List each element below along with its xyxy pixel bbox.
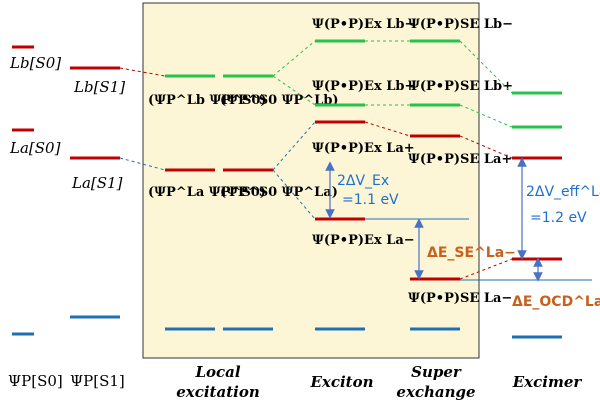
lb-s0-label: Lb[S0] bbox=[9, 54, 61, 72]
se-shift-label: ΔE_SE^La− bbox=[427, 245, 516, 261]
category-exciton: Exciton bbox=[309, 373, 373, 391]
conn-ex-se-la-plus bbox=[364, 121, 411, 137]
la-s1-label: La[S1] bbox=[71, 174, 123, 192]
conn-la-s1-local bbox=[119, 157, 166, 171]
local-la-pair-1: (ΨP^La ΨP^S0) bbox=[148, 185, 266, 200]
category-excimer: Excimer bbox=[512, 373, 583, 391]
exciton-la-minus-label: Ψ(P•P)Ex La− bbox=[312, 233, 415, 248]
category-super-1: Super bbox=[411, 363, 462, 381]
exciton-splitting-value: =1.1 eV bbox=[342, 192, 399, 208]
conn-local-la-ex-plus bbox=[272, 121, 316, 171]
psi-s0-label: ΨP[S0] bbox=[8, 372, 63, 390]
conn-local-lb-ex-plus bbox=[272, 75, 316, 106]
conn-se-exc-lb-minus bbox=[459, 40, 513, 94]
local-lb-pair-1: (ΨP^Lb ΨP^S0) bbox=[148, 93, 267, 108]
exciton-la-plus-label: Ψ(P•P)Ex La+ bbox=[312, 141, 415, 156]
exciton-splitting-label: 2ΔV_Ex bbox=[337, 173, 389, 189]
exciton-lb-minus-label: Ψ(P•P)Ex Lb− bbox=[312, 17, 415, 32]
la-s0-label: La[S0] bbox=[9, 139, 61, 157]
psi-s1-label: ΨP[S1] bbox=[70, 372, 125, 390]
se-la-minus-label: Ψ(P•P)SE La− bbox=[408, 291, 512, 306]
exciton-lb-plus-label: Ψ(P•P)Ex Lb+ bbox=[312, 79, 415, 94]
category-super-2: exchange bbox=[396, 383, 475, 401]
category-local-1: Local bbox=[194, 363, 240, 381]
conn-local-la-ex-minus bbox=[272, 169, 316, 220]
excimer-shift-label: ΔE_OCD^La− bbox=[512, 294, 600, 310]
category-local-2: excitation bbox=[176, 383, 260, 401]
conn-lb-s1-local bbox=[119, 67, 166, 77]
se-lb-plus-label: Ψ(P•P)SE Lb+ bbox=[408, 79, 513, 94]
local-lb-pair-2: (ΨP^S0 ΨP^Lb) bbox=[220, 93, 339, 108]
se-lb-minus-label: Ψ(P•P)SE Lb− bbox=[408, 17, 513, 32]
excimer-splitting-label: 2ΔV_eff^La bbox=[526, 184, 600, 200]
connector-lines bbox=[119, 40, 513, 280]
se-la-plus-label: Ψ(P•P)SE La+ bbox=[408, 152, 512, 167]
excimer-splitting-value: =1.2 eV bbox=[530, 210, 587, 226]
lb-s1-label: Lb[S1] bbox=[73, 78, 125, 96]
local-la-pair-2: (ΨP^S0 ΨP^La) bbox=[220, 185, 338, 200]
dimer-panel bbox=[142, 2, 480, 359]
